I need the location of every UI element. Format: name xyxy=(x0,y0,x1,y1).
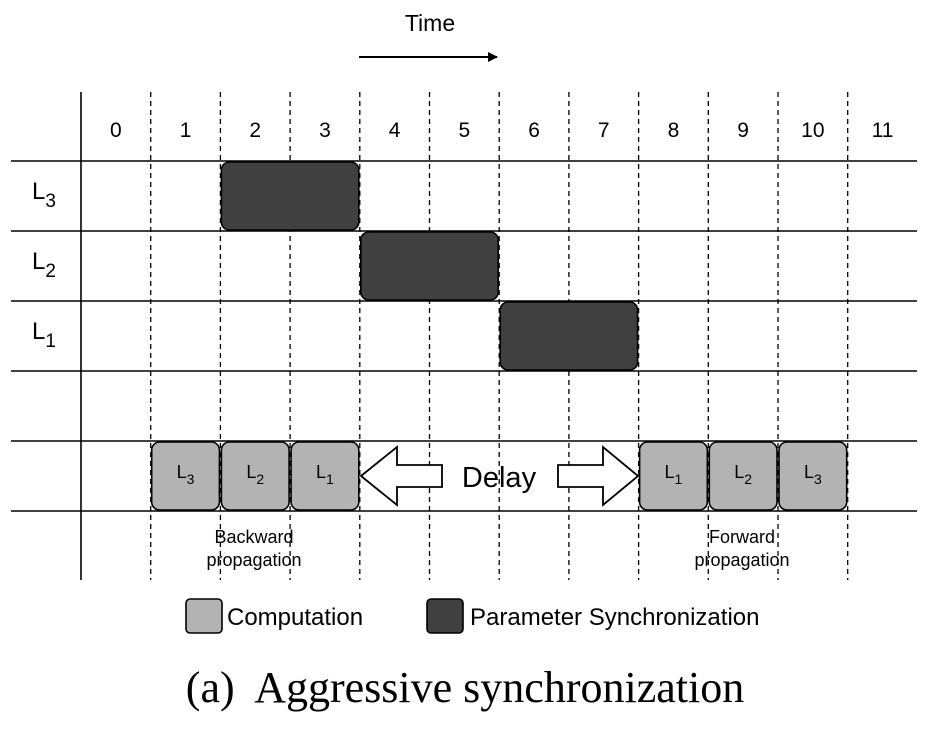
time-slot-label: 0 xyxy=(110,119,122,142)
figure-caption: (a) Aggressive synchronization xyxy=(186,663,744,712)
time-slot-label: 7 xyxy=(598,119,610,142)
legend-computation-swatch xyxy=(185,598,223,634)
legend: Computation Parameter Synchronization xyxy=(185,598,759,634)
parameter-sync-blocks xyxy=(220,161,639,371)
computation-block xyxy=(290,441,360,511)
time-slot-label: 8 xyxy=(668,119,680,142)
backward-propagation-label-line1: Backward xyxy=(214,527,293,547)
time-slot-label: 4 xyxy=(389,119,401,142)
forward-propagation-label-line1: Forward xyxy=(709,527,775,547)
backward-propagation-label-line2: propagation xyxy=(206,550,301,570)
layer-row-label: L2 xyxy=(32,248,56,282)
time-slot-label: 5 xyxy=(459,119,471,142)
time-slot-label: 1 xyxy=(180,119,192,142)
delay-left-arrow xyxy=(359,445,443,507)
time-slot-label: 9 xyxy=(737,119,749,142)
time-slot-label: 6 xyxy=(528,119,540,142)
time-slot-label: 3 xyxy=(319,119,331,142)
layer-row-label: L1 xyxy=(32,318,56,352)
time-slot-label: 11 xyxy=(872,119,894,142)
computation-block-label: L2 xyxy=(246,462,264,487)
sync-block xyxy=(499,301,639,371)
sync-block xyxy=(359,231,499,301)
computation-block-label: L3 xyxy=(804,462,822,487)
computation-block xyxy=(150,441,221,511)
time-slot-label: 2 xyxy=(249,119,261,142)
time-label: Time xyxy=(405,10,455,36)
forward-propagation-label-line2: propagation xyxy=(694,550,789,570)
computation-blocks: L3 L2 L1 L1 L2 L3 xyxy=(150,441,848,511)
delay-double-arrow: Delay xyxy=(359,445,640,507)
computation-block xyxy=(638,441,709,511)
computation-block-label: L1 xyxy=(316,462,334,487)
time-slot-labels: 0 1 2 3 4 5 6 7 8 9 10 11 xyxy=(110,119,893,142)
layer-row-label: L3 xyxy=(32,178,56,212)
legend-computation-label: Computation xyxy=(227,604,363,631)
delay-label: Delay xyxy=(462,462,537,494)
computation-block-label: L3 xyxy=(177,462,195,487)
sync-block xyxy=(220,161,360,231)
computation-block-label: L1 xyxy=(665,462,683,487)
delay-right-arrow xyxy=(557,445,640,507)
computation-block-label: L2 xyxy=(734,462,752,487)
legend-sync-swatch xyxy=(426,598,464,634)
computation-block xyxy=(708,441,778,511)
legend-sync-label: Parameter Synchronization xyxy=(470,604,759,631)
time-slot-label: 10 xyxy=(801,119,824,142)
computation-block xyxy=(778,441,848,511)
computation-block xyxy=(220,441,290,511)
